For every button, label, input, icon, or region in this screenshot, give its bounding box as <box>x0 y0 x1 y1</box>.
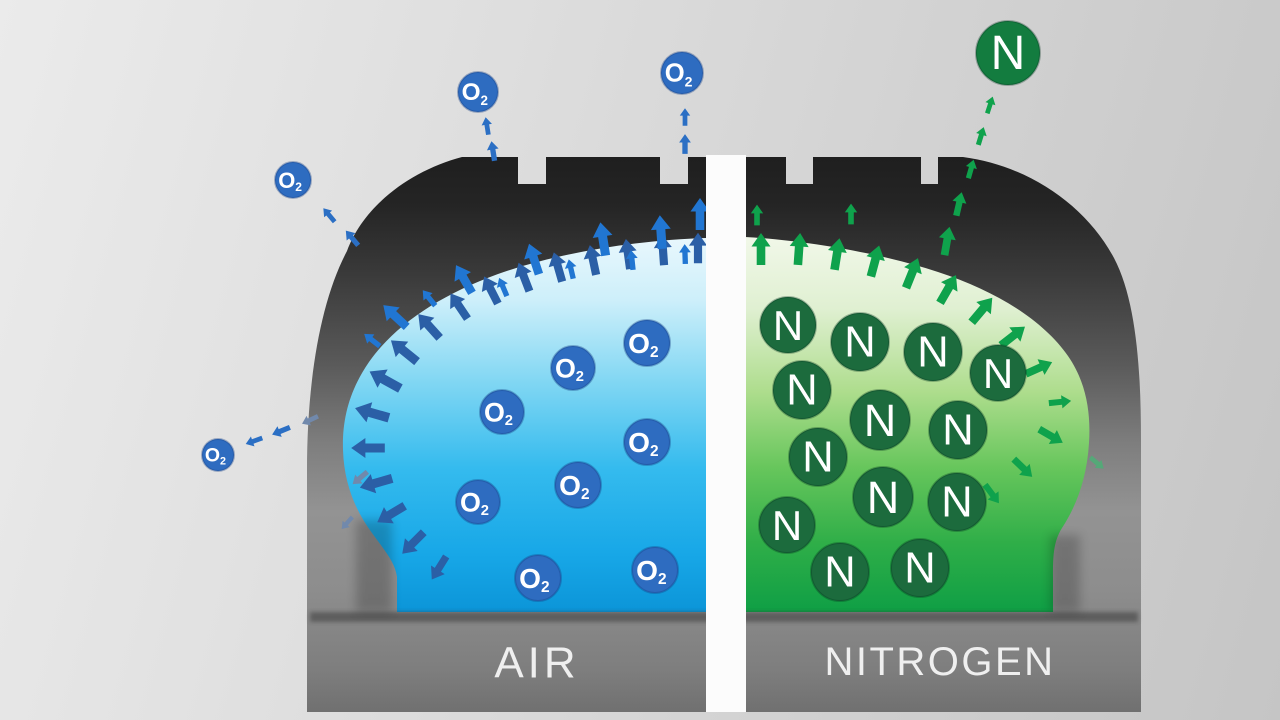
left-bead-shadow <box>356 520 392 612</box>
svg-text:N: N <box>941 479 972 527</box>
svg-text:O2: O2 <box>555 353 584 384</box>
oxygen-molecule: O2 <box>514 554 562 602</box>
svg-text:N: N <box>802 434 833 482</box>
nitrogen-molecule: N <box>849 389 911 451</box>
svg-text:N: N <box>991 27 1026 80</box>
svg-text:N: N <box>773 302 803 349</box>
escaped-oxygen-molecule: O2 <box>660 51 704 95</box>
oxygen-molecule: O2 <box>455 479 501 525</box>
nitrogen-molecule: N <box>903 322 963 382</box>
nitrogen-molecule: N <box>927 472 987 532</box>
oxygen-molecule: O2 <box>623 418 671 466</box>
divider-stripe <box>706 155 746 712</box>
nitrogen-molecule: N <box>928 400 988 460</box>
nitrogen-molecule: N <box>969 344 1027 402</box>
svg-text:N: N <box>867 472 900 523</box>
nitrogen-molecule: N <box>852 466 914 528</box>
svg-text:N: N <box>772 502 802 549</box>
svg-text:N: N <box>917 329 948 377</box>
nitrogen-molecule: N <box>890 538 950 598</box>
escaped-oxygen-molecule: O2 <box>201 438 235 472</box>
nitrogen-molecule: N <box>772 360 832 420</box>
svg-text:N: N <box>942 407 973 455</box>
escaped-oxygen-molecule: O2 <box>274 161 312 199</box>
svg-text:N: N <box>983 350 1013 397</box>
oxygen-molecule: O2 <box>623 319 671 367</box>
nitrogen-molecule: N <box>830 312 890 372</box>
svg-text:N: N <box>824 549 855 597</box>
svg-text:N: N <box>786 367 817 415</box>
oxygen-molecule: O2 <box>554 461 602 509</box>
svg-text:N: N <box>904 545 935 593</box>
air-label: AIR <box>494 639 579 688</box>
escaped-nitrogen-molecule: N <box>975 20 1041 86</box>
nitrogen-molecule: N <box>788 427 848 487</box>
svg-text:O2: O2 <box>462 79 488 108</box>
nitrogen-molecule: N <box>759 296 817 354</box>
escaped-oxygen-molecule: O2 <box>457 71 499 113</box>
oxygen-molecule: O2 <box>550 345 596 391</box>
svg-text:N: N <box>844 319 875 367</box>
nitrogen-molecule: N <box>810 542 870 602</box>
oxygen-molecule: O2 <box>479 389 525 435</box>
oxygen-molecule: O2 <box>631 546 679 594</box>
right-bead-shadow <box>1050 535 1080 612</box>
svg-text:N: N <box>864 395 897 446</box>
nitrogen-label: NITROGEN <box>824 640 1055 684</box>
nitrogen-molecule: N <box>758 496 816 554</box>
nitrogen-chamber <box>745 237 1090 612</box>
